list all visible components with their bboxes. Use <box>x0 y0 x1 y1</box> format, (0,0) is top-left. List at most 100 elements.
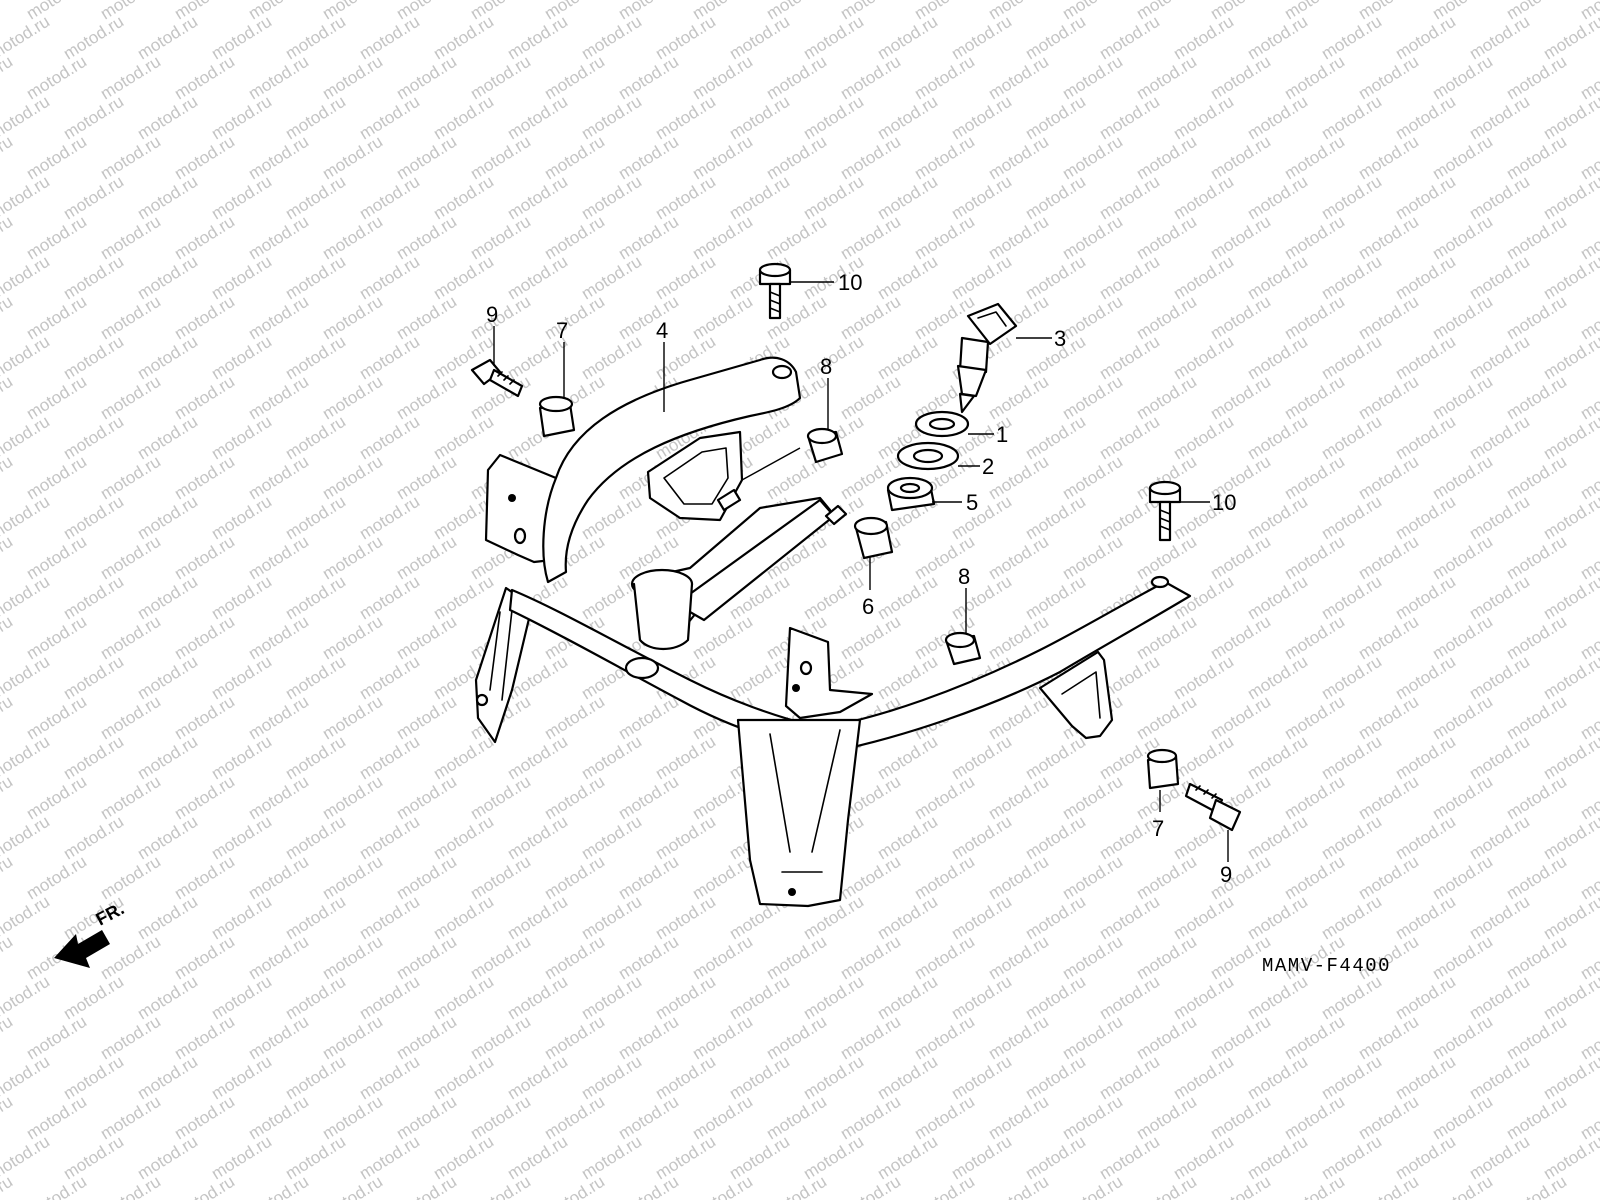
watermark-text: motod.ru <box>1503 852 1570 904</box>
watermark-text: motod.ru <box>541 692 608 744</box>
watermark-text: motod.ru <box>1466 1132 1533 1184</box>
watermark-text: motod.ru <box>1429 772 1496 824</box>
watermark-text: motod.ru <box>1207 292 1274 344</box>
flange-bolt-10-right <box>1148 480 1182 542</box>
watermark-text: motod.ru <box>652 92 719 144</box>
watermark-text: motod.ru <box>60 1132 127 1184</box>
watermark-text: motod.ru <box>0 1012 16 1064</box>
watermark-text: motod.ru <box>319 772 386 824</box>
watermark-text: motod.ru <box>1318 892 1385 944</box>
watermark-text: motod.ru <box>1355 772 1422 824</box>
watermark-text: motod.ru <box>1429 612 1496 664</box>
watermark-text: motod.ru <box>23 1012 90 1064</box>
watermark-text: motod.ru <box>1059 212 1126 264</box>
watermark-text: motod.ru <box>1022 812 1089 864</box>
watermark-text: motod.ru <box>0 852 16 904</box>
watermark-text: motod.ru <box>467 932 534 984</box>
watermark-text: motod.ru <box>134 12 201 64</box>
watermark-text: motod.ru <box>1133 1012 1200 1064</box>
watermark-text: motod.ru <box>985 212 1052 264</box>
watermark-text: motod.ru <box>282 972 349 1024</box>
watermark-text: motod.ru <box>726 12 793 64</box>
watermark-text: motod.ru <box>208 572 275 624</box>
watermark-text: motod.ru <box>356 1132 423 1184</box>
watermark-text: motod.ru <box>1318 92 1385 144</box>
callout-1: 1 <box>996 422 1008 447</box>
watermark-text: motod.ru <box>578 732 645 784</box>
watermark-text: motod.ru <box>1503 372 1570 424</box>
watermark-text: motod.ru <box>1503 932 1570 984</box>
watermark-text: motod.ru <box>97 212 164 264</box>
watermark-text: motod.ru <box>23 692 90 744</box>
watermark-text: motod.ru <box>1318 492 1385 544</box>
watermark-text: motod.ru <box>578 892 645 944</box>
watermark-text: motod.ru <box>689 1012 756 1064</box>
watermark-text: motod.ru <box>282 652 349 704</box>
watermark-text: motod.ru <box>97 132 164 184</box>
callout-9-lower: 9 <box>1220 862 1232 887</box>
watermark-text: motod.ru <box>1096 252 1163 304</box>
watermark-text: motod.ru <box>800 92 867 144</box>
watermark-text: motod.ru <box>1466 1052 1533 1104</box>
callout-labels: 9 7 4 10 8 3 1 2 5 6 8 10 7 9 <box>486 270 1236 887</box>
watermark-text: motod.ru <box>948 172 1015 224</box>
watermark-text: motod.ru <box>615 132 682 184</box>
watermark-text: motod.ru <box>97 372 164 424</box>
watermark-text: motod.ru <box>1133 212 1200 264</box>
watermark-text: motod.ru <box>1244 92 1311 144</box>
callout-3: 3 <box>1054 326 1066 351</box>
watermark-text: motod.ru <box>1577 0 1600 23</box>
watermark-text: motod.ru <box>1170 332 1237 384</box>
watermark-text: motod.ru <box>1429 852 1496 904</box>
watermark-text: motod.ru <box>430 732 497 784</box>
watermark-text: motod.ru <box>1503 692 1570 744</box>
watermark-text: motod.ru <box>615 772 682 824</box>
watermark-text: motod.ru <box>615 1092 682 1144</box>
watermark-text: motod.ru <box>874 972 941 1024</box>
watermark-text: motod.ru <box>1170 732 1237 784</box>
watermark-text: motod.ru <box>504 892 571 944</box>
watermark-text: motod.ru <box>800 1132 867 1184</box>
watermark-text: motod.ru <box>245 1012 312 1064</box>
callout-10-right: 10 <box>1212 490 1236 515</box>
watermark-text: motod.ru <box>1133 692 1200 744</box>
watermark-text: motod.ru <box>1244 492 1311 544</box>
watermark-text: motod.ru <box>208 252 275 304</box>
watermark-text: motod.ru <box>1244 12 1311 64</box>
watermark-text: motod.ru <box>356 332 423 384</box>
watermark-text: motod.ru <box>1503 1172 1570 1200</box>
watermark-text: motod.ru <box>1281 1012 1348 1064</box>
watermark-text: motod.ru <box>1059 1172 1126 1200</box>
watermark-text: motod.ru <box>1577 1172 1600 1200</box>
watermark-text: motod.ru <box>208 92 275 144</box>
watermark-text: motod.ru <box>1022 572 1089 624</box>
watermark-text: motod.ru <box>948 1132 1015 1184</box>
watermark-text: motod.ru <box>800 332 867 384</box>
watermark-text: motod.ru <box>319 1092 386 1144</box>
watermark-text: motod.ru <box>800 972 867 1024</box>
flange-bolt-10-upper <box>758 262 792 320</box>
watermark-text: motod.ru <box>578 972 645 1024</box>
watermark-text: motod.ru <box>282 252 349 304</box>
watermark-text: motod.ru <box>1318 12 1385 64</box>
watermark-text: motod.ru <box>1503 772 1570 824</box>
watermark-text: motod.ru <box>356 1052 423 1104</box>
watermark-text: motod.ru <box>1466 412 1533 464</box>
watermark-text: motod.ru <box>282 572 349 624</box>
watermark-text: motod.ru <box>1392 492 1459 544</box>
watermark-text: motod.ru <box>1392 812 1459 864</box>
watermark-text: motod.ru <box>1207 1172 1274 1200</box>
watermark-text: motod.ru <box>208 12 275 64</box>
watermark-text: motod.ru <box>763 52 830 104</box>
watermark-text: motod.ru <box>0 132 16 184</box>
watermark-text: motod.ru <box>1170 1052 1237 1104</box>
watermark-text: motod.ru <box>1281 52 1348 104</box>
watermark-text: motod.ru <box>874 172 941 224</box>
watermark-text: motod.ru <box>134 892 201 944</box>
callout-9-upper: 9 <box>486 302 498 327</box>
watermark-text: motod.ru <box>1318 972 1385 1024</box>
watermark-text: motod.ru <box>393 452 460 504</box>
watermark-text: motod.ru <box>504 732 571 784</box>
watermark-text: motod.ru <box>60 12 127 64</box>
watermark-text: motod.ru <box>319 1172 386 1200</box>
